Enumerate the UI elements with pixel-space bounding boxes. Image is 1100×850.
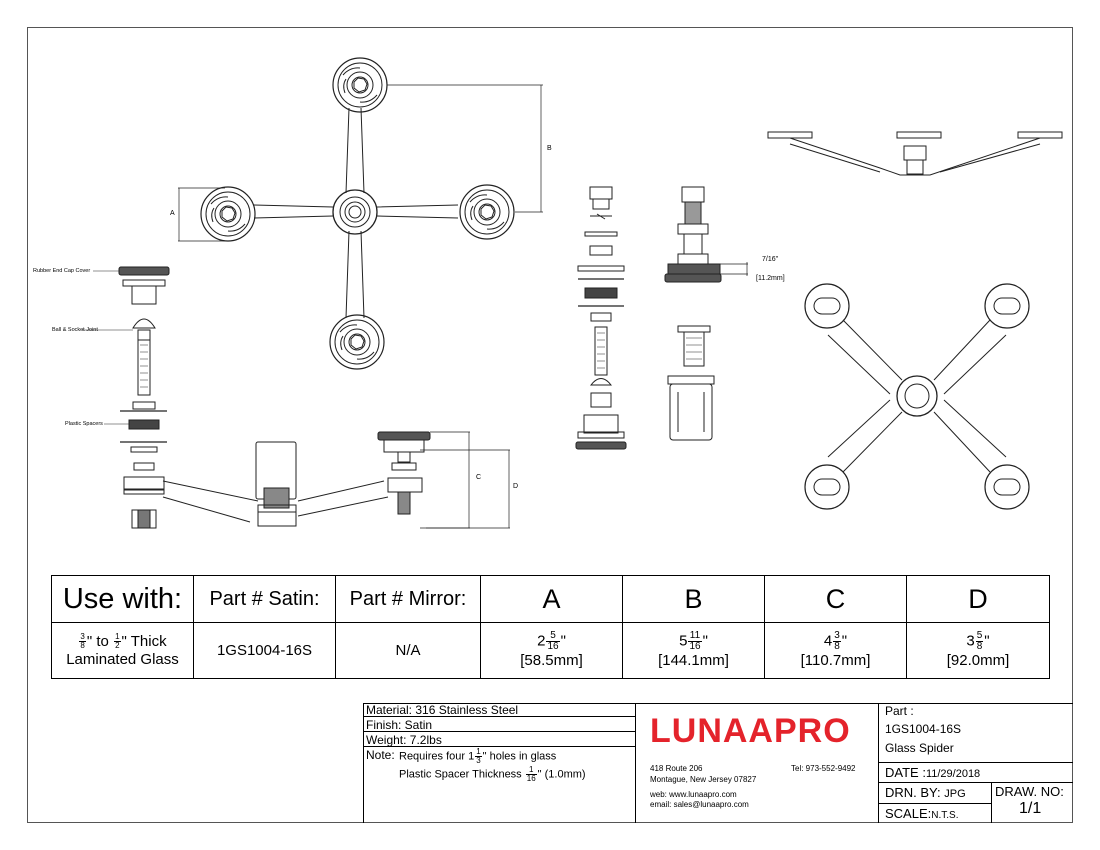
header-d: D [906, 575, 1050, 623]
dim-label-b: B [547, 145, 552, 152]
drawn-by-field: DRN. BY: JPG [885, 785, 966, 800]
header-part-mirror: Part # Mirror: [335, 575, 481, 623]
cell-part-mirror: N/A [335, 622, 481, 679]
assembled-fitting [664, 186, 748, 441]
exploded-stack-middle [575, 186, 627, 450]
header-a: A [480, 575, 623, 623]
address-line-2: Montague, New Jersey 07827 [650, 775, 757, 784]
date-field: DATE :11/29/2018 [885, 765, 981, 780]
callout-rubber-end-cap: Rubber End Cap Cover [33, 268, 91, 274]
cell-part-satin: 1GS1004-16S [193, 622, 336, 679]
address-line-1: 418 Route 206 [650, 764, 703, 773]
part-number: 1GS1004-16S [885, 722, 962, 736]
company-logo: LUNAAPRO [650, 712, 851, 750]
side-dim-inches: 7/16" [762, 256, 779, 263]
side-dim-mm: [11.2mm] [756, 275, 785, 282]
part-label: Part : [885, 704, 914, 718]
weight: Weight: 7.2lbs [366, 733, 442, 747]
finish: Finish: Satin [366, 718, 433, 732]
scale-field: SCALE:N.T.S. [885, 806, 959, 821]
spider-top-view [178, 57, 543, 370]
exploded-stack-left [82, 266, 170, 529]
drawing-frame [27, 27, 1073, 823]
technical-drawing [82, 57, 1063, 529]
email: email: sales@lunaapro.com [650, 800, 749, 809]
material: Material: 316 Stainless Steel [366, 703, 519, 717]
website: web: www.lunaapro.com [650, 790, 737, 799]
header-use-with: Use with: [51, 575, 194, 623]
draw-no-value: 1/1 [1019, 800, 1042, 817]
callout-ball-socket: Ball & Socket Joint [52, 327, 98, 333]
dim-label-a: A [170, 210, 175, 217]
note-label: Note: [366, 748, 395, 762]
spider-side-view [162, 431, 510, 529]
header-part-satin: Part # Satin: [193, 575, 336, 623]
spec-table: Use with: Part # Satin: Part # Mirror: A… [51, 575, 1050, 679]
spider-x-plan [804, 283, 1030, 510]
spider-side-elevation [767, 131, 1063, 176]
callout-plastic-spacers: Plastic Spacers [65, 421, 103, 427]
telephone: Tel: 973-552-9492 [791, 764, 856, 773]
part-name: Glass Spider [885, 741, 954, 755]
draw-no-label: DRAW. NO: [995, 784, 1064, 799]
dim-label-c: C [476, 474, 482, 481]
header-b: B [622, 575, 765, 623]
dim-label-d: D [513, 483, 519, 490]
header-c: C [764, 575, 907, 623]
